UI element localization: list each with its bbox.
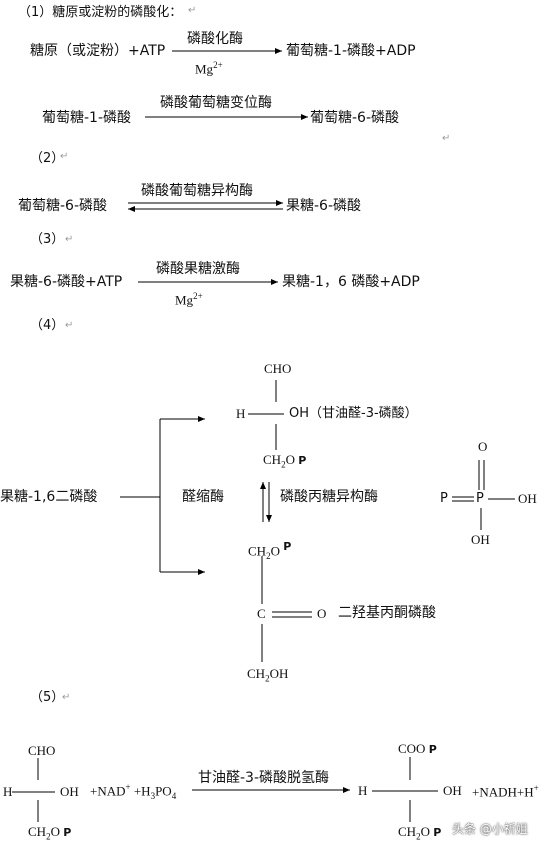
r-sec3-left: 果糖-6-磷酸+ATP [10, 274, 123, 290]
s5-h: H [3, 784, 13, 799]
s5-reagents: +NAD+ +H3PO4 [90, 782, 177, 801]
section-4-header: （4） [30, 318, 65, 333]
g3p-h: H [236, 406, 246, 421]
isomerase-label: 磷酸丙糖异构酶 [280, 489, 378, 505]
s5-ch2op: CH2O P [28, 824, 72, 842]
phos-o: O [478, 439, 488, 454]
fbp-label: 果糖-1,6二磷酸 [0, 489, 98, 505]
dhap-ch2oh: CH2OH [247, 666, 289, 684]
r1-left: 糖原（或淀粉）+ATP [30, 43, 166, 59]
r2-right: 葡萄糖-6-磷酸 [310, 110, 400, 126]
g3p-oh-name: OH（甘油醛-3-磷酸） [289, 406, 418, 421]
paragraph-mark-icon: ↵ [65, 234, 74, 245]
s5-nadh: +NADH+H+ [472, 783, 539, 800]
section-3-header: （3） [30, 232, 65, 247]
section-2-header: （2） [30, 151, 65, 166]
dhap-o: O [317, 606, 327, 621]
s5-right-h: H [358, 783, 368, 798]
s5-right-oh: OH [443, 783, 462, 798]
section-1-header: （1）糖原或淀粉的磷酸化： [18, 5, 183, 20]
phos-p1: P [440, 491, 448, 506]
r-sec3-enzyme: 磷酸果糖激酶 [156, 261, 240, 277]
r1-right: 葡萄糖-1-磷酸+ADP [286, 43, 416, 59]
s5-oh: OH [60, 784, 79, 799]
r1-enzyme: 磷酸化酶 [187, 31, 243, 47]
watermark: 头条 @小祈姐 [452, 822, 528, 836]
paragraph-mark-icon: ↵ [65, 320, 74, 331]
dhap-c: C [257, 606, 266, 621]
dhap-name: 二羟基丙酮磷酸 [338, 605, 436, 621]
r-sec2-enzyme: 磷酸葡萄糖异构酶 [141, 183, 253, 199]
g3p-cho: CHO [264, 361, 292, 376]
phos-oh1: OH [518, 491, 537, 506]
paragraph-mark-icon: ↵ [188, 5, 197, 16]
paragraph-mark-icon: ↵ [62, 692, 71, 703]
paragraph-mark-icon: ↵ [60, 151, 69, 162]
r-sec3-right: 果糖-1，6 磷酸+ADP [282, 274, 420, 290]
s5-cho: CHO [28, 743, 56, 758]
phos-p2: P [476, 491, 484, 506]
r1-condition: Mg2+ [195, 60, 223, 77]
g3p-ch2op: CH2O P [263, 452, 307, 470]
aldolase-label: 醛缩酶 [182, 489, 224, 505]
r2-enzyme: 磷酸葡萄糖变位酶 [160, 95, 272, 111]
paragraph-mark-icon: ↵ [442, 133, 451, 144]
s5-coop: COO P [398, 741, 437, 756]
s5-right-ch2op: CH2O P [398, 824, 442, 842]
phos-oh2: OH [471, 532, 490, 547]
dhap-ch2op: CH2O P [248, 540, 292, 561]
r2-left: 葡萄糖-1-磷酸 [42, 110, 132, 126]
r-sec2-left: 葡萄糖-6-磷酸 [18, 198, 108, 214]
r-sec2-right: 果糖-6-磷酸 [286, 198, 362, 214]
s5-enzyme: 甘油醛-3-磷酸脱氢酶 [198, 770, 330, 786]
section-5-header: （5） [30, 690, 65, 705]
r-sec3-condition: Mg2+ [175, 291, 203, 308]
